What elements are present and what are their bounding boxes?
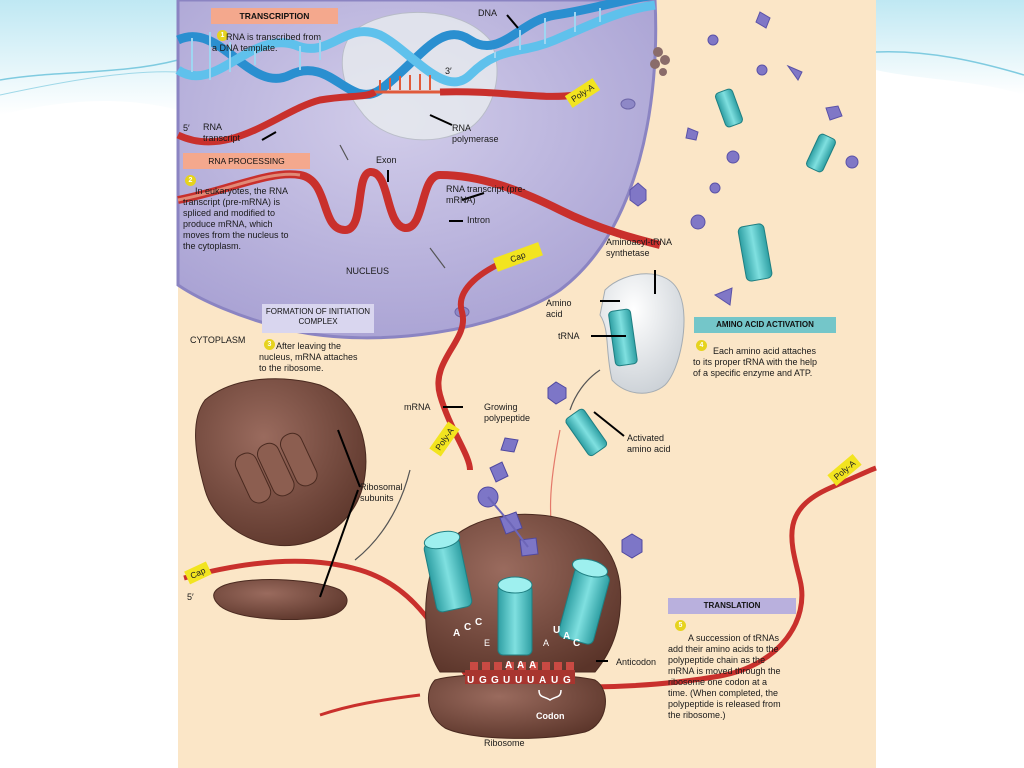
cytoplasm-label: CYTOPLASM [190, 335, 246, 345]
step-1-marker: 1 [217, 30, 228, 41]
initiation-text: After leaving the nucleus, mRNA attaches… [259, 341, 358, 373]
five-prime-label-bottom: 5′ [187, 592, 194, 602]
step-5-marker: 5 [675, 620, 686, 631]
step-4-marker: 4 [696, 340, 707, 351]
step-3-marker: 3 [264, 339, 275, 350]
five-prime-label-top: 5′ [183, 123, 190, 133]
rna-processing-text: In eukaryotes, the RNA transcript (pre-m… [183, 186, 289, 251]
growing-polypeptide-label: Growing polypeptide [484, 402, 531, 423]
translation-text: A succession of tRNAs add their amino ac… [668, 633, 781, 720]
codon-label: Codon [536, 711, 565, 721]
transcription-header: TRANSCRIPTION [211, 8, 338, 24]
a-site-label: A [543, 638, 550, 648]
exon-label: Exon [376, 155, 397, 165]
dna-label: DNA [478, 8, 498, 18]
amino-acid-label: Amino acid [546, 298, 572, 319]
rna-transcript-label: RNA transcript [203, 122, 241, 143]
amino-acid-activation-header: AMINO ACID ACTIVATION [694, 317, 836, 333]
e-site-label: E [484, 638, 491, 648]
three-prime-label: 3′ [445, 66, 452, 76]
translation-header: TRANSLATION [668, 598, 796, 614]
ribosome-label: Ribosome [484, 738, 525, 748]
activated-amino-acid-label: Activated amino acid [627, 433, 671, 454]
step-2-marker: 2 [185, 175, 196, 186]
aminoacyl-trna-synthetase-label: Aminoacyl-tRNA synthetase [606, 237, 672, 258]
pre-mrna-label: RNA transcript (pre-mRNA) [446, 184, 526, 205]
initiation-header: FORMATION OF INITIATION COMPLEX [262, 304, 374, 333]
transcription-text: RNA is transcribed from a DNA template. [212, 32, 322, 53]
activation-text: Each amino acid attaches to its proper t… [693, 346, 818, 378]
intron-label: Intron [467, 215, 491, 225]
rna-polymerase-label: RNA polymerase [452, 123, 499, 144]
trna-label: tRNA [558, 331, 580, 341]
ribosomal-subunits-label: Ribosomal subunits [360, 482, 403, 503]
mrna-label: mRNA [404, 402, 431, 412]
nucleus-label: NUCLEUS [346, 266, 390, 276]
anticodon-label: Anticodon [616, 657, 657, 667]
rna-processing-header: RNA PROCESSING [183, 153, 310, 169]
